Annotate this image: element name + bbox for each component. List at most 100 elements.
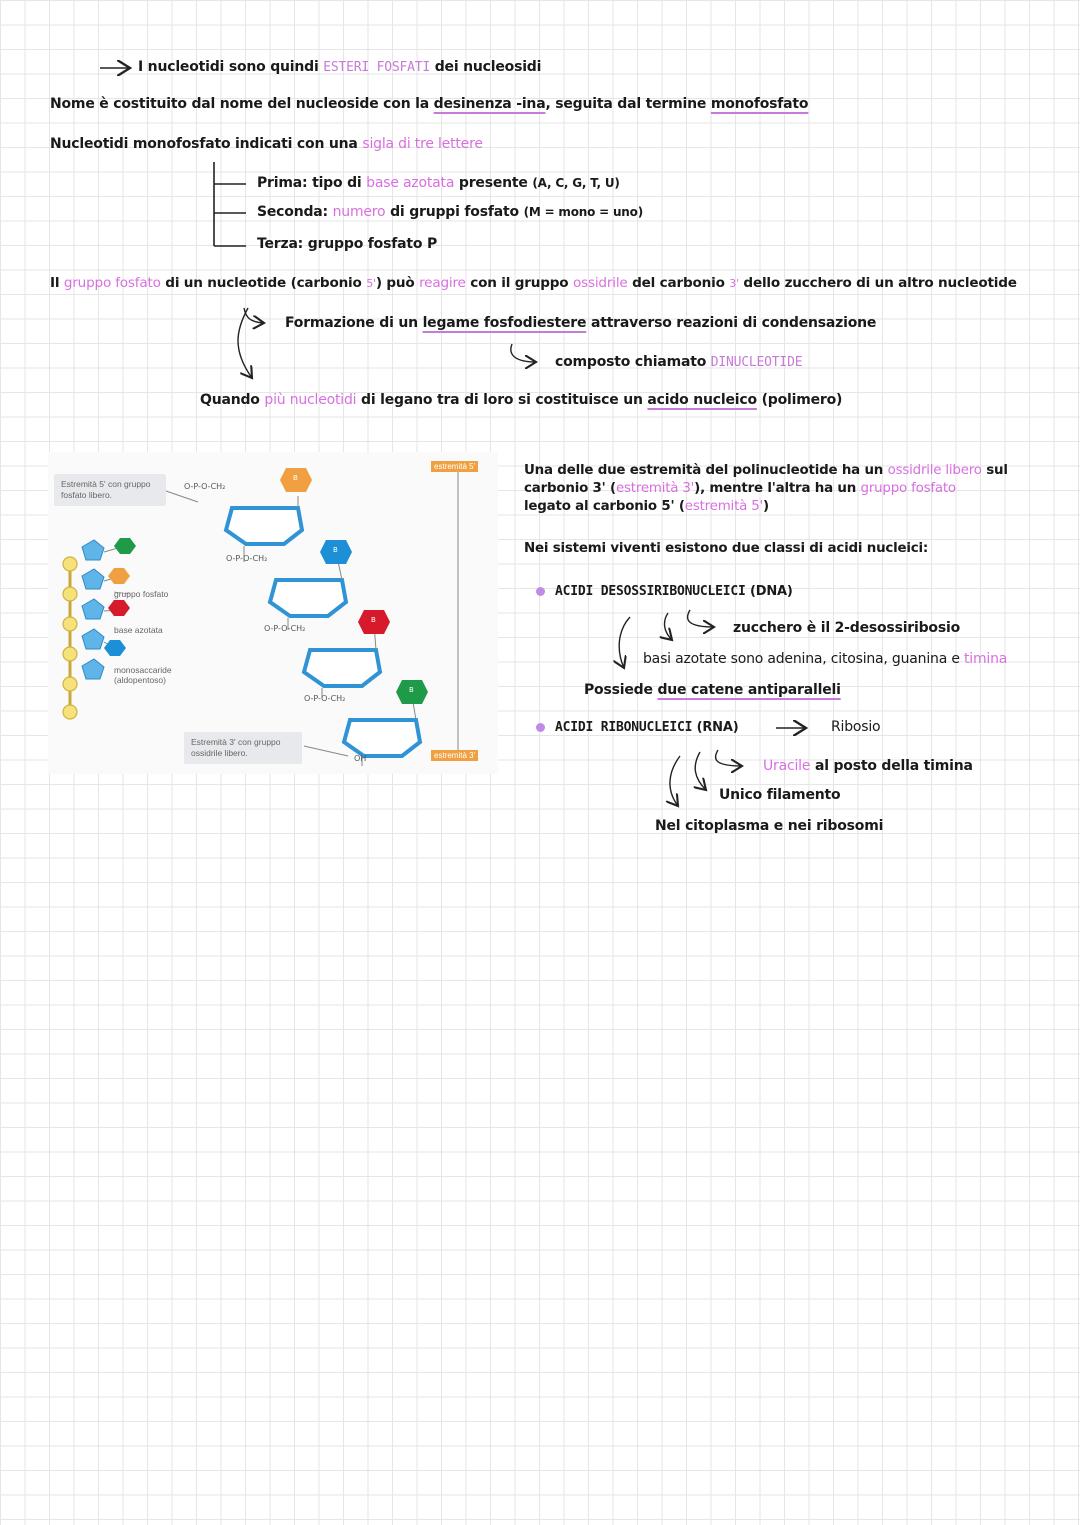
r1-f: ) <box>763 499 769 514</box>
dna-bases-hl: timina <box>964 651 1008 667</box>
l4-e: del carbonio <box>627 275 730 291</box>
l4-h2: 5' <box>366 277 376 290</box>
b2-a: Seconda: <box>257 204 333 220</box>
r1-c: carbonio 3' ( <box>524 481 616 496</box>
b2-c: (M = mono = uno) <box>523 205 644 219</box>
right-p1-line3: legato al carbonio 5' (estremità 5') <box>524 499 769 514</box>
b2-hl: numero <box>332 204 386 220</box>
r1-b: sul <box>981 463 1008 478</box>
line-sigla: Nucleotidi monofosfato indicati con una … <box>50 136 483 152</box>
bullet-dot <box>536 586 545 596</box>
l4-d: con il gruppo <box>465 275 573 291</box>
l5-b: attraverso reazioni di condensazione <box>586 315 877 331</box>
dna-heading: ACIDI DESOSSIRIBONUCLEICI (DNA) <box>536 583 793 599</box>
rna-ribosio: Ribosio <box>831 719 881 735</box>
line-esteri-fosfati: I nucleotidi sono quindi ESTERI FOSFATI … <box>138 59 541 75</box>
line1-highlight: ESTERI FOSFATI <box>323 60 431 75</box>
line2-b: , seguita dal termine <box>545 96 711 112</box>
l6-a: composto chiamato <box>555 354 711 370</box>
line-dinucleotide: composto chiamato DINUCLEOTIDE <box>555 354 803 370</box>
line-gruppo-fosfato: Il gruppo fosfato di un nucleotide (carb… <box>50 275 1017 291</box>
figure-box-3prime: Estremità 3' con gruppo ossidrile libero… <box>184 732 302 764</box>
label-monosaccaride: monosaccaride (aldopentoso) <box>114 665 172 685</box>
tag-estremita-5: estremità 5' <box>431 461 479 472</box>
line1-suffix: dei nucleosidi <box>430 59 542 75</box>
line2-desinenza: desinenza -ina <box>433 96 546 112</box>
dna-abbr: (DNA) <box>745 584 793 599</box>
rna-abbr: (RNA) <box>692 720 739 735</box>
dna-chains-a: Possiede <box>584 682 658 698</box>
l6-hl: DINUCLEOTIDE <box>710 355 803 370</box>
l5-u: legame fosfodiestere <box>422 315 587 331</box>
figure-drawing <box>62 468 459 766</box>
l7-u: acido nucleico <box>647 392 757 408</box>
b1-hl: base azotata <box>366 175 455 191</box>
line-polimero: Quando più nucleotidi di legano tra di l… <box>200 392 842 408</box>
dna-sugar: zucchero è il 2-desossiribosio <box>733 620 960 636</box>
phosphate-1: O-P-O-CH₂ <box>184 482 226 491</box>
l4-c: ) può <box>375 275 420 291</box>
l4-b: di un nucleotide (carbonio <box>160 275 367 291</box>
l4-h4: ossidrile <box>572 275 628 291</box>
phosphate-4: O-P-O-CH₂ <box>304 694 346 703</box>
line3-a: Nucleotidi monofosfato indicati con una <box>50 136 363 152</box>
base-letter-2: B <box>333 546 338 554</box>
line3-highlight: sigla di tre lettere <box>362 136 483 152</box>
l4-f: dello zucchero di un altro nucleotide <box>738 275 1017 291</box>
right-p2: Nei sistemi viventi esistono due classi … <box>524 541 929 556</box>
r1-d: ), mentre l'altra ha un <box>694 481 861 496</box>
l7-hl: più nucleotidi <box>264 392 357 408</box>
tag-estremita-3: estremità 3' <box>431 750 479 761</box>
branch-prima: Prima: tipo di base azotata presente (A,… <box>257 175 620 191</box>
rna-uracil: Uracile al posto della timina <box>763 758 973 774</box>
rna-uracil-a: al posto della timina <box>810 758 973 774</box>
dna-chains: Possiede due catene antiparalleli <box>584 682 841 698</box>
r1-h1: ossidrile libero <box>887 463 982 478</box>
dna-chains-u: due catene antiparalleli <box>657 682 841 698</box>
base-letter-4: B <box>409 686 414 694</box>
l4-h5: 3' <box>729 277 739 290</box>
hydroxyl-oh: OH <box>354 754 367 763</box>
label-base-azotata: base azotata <box>114 625 163 635</box>
base-letter-3: B <box>371 616 376 624</box>
l7-c: (polimero) <box>756 392 843 408</box>
b2-b: di gruppi fosfato <box>385 204 524 220</box>
bullet-dot <box>536 722 545 732</box>
rna-title: ACIDI RIBONUCLEICI <box>555 720 693 735</box>
polynucleotide-figure: Estremità 5' con gruppo fosfato libero. … <box>48 452 498 774</box>
dna-bases: basi azotate sono adenina, citosina, gua… <box>643 651 1007 667</box>
b1-c: (A, C, G, T, U) <box>532 176 620 190</box>
rna-uracil-hl: Uracile <box>763 758 811 774</box>
line1-prefix: I nucleotidi sono quindi <box>138 59 324 75</box>
phosphate-2: O-P-O-CH₂ <box>226 554 268 563</box>
l7-b: di legano tra di loro si costituisce un <box>356 392 648 408</box>
line-legame: Formazione di un legame fosfodiestere at… <box>285 315 876 331</box>
r1-a: Una delle due estremità del polinucleoti… <box>524 463 888 478</box>
figure-box-5prime: Estremità 5' con gruppo fosfato libero. <box>54 474 166 506</box>
l4-a: Il <box>50 275 64 291</box>
line2-a: Nome è costituito dal nome del nucleosid… <box>50 96 434 112</box>
b3-a: Terza: gruppo fosfato P <box>257 236 438 252</box>
r1-h2: estremità 3' <box>615 481 695 496</box>
rna-location: Nel citoplasma e nei ribosomi <box>655 818 884 834</box>
b1-b: presente <box>454 175 533 191</box>
rna-heading: ACIDI RIBONUCLEICI (RNA) <box>536 719 739 735</box>
base-letter-1: B <box>293 474 298 482</box>
r1-e: legato al carbonio 5' ( <box>524 499 685 514</box>
b1-a: Prima: tipo di <box>257 175 367 191</box>
l7-a: Quando <box>200 392 265 408</box>
rna-single-strand: Unico filamento <box>719 787 841 803</box>
line-nome: Nome è costituito dal nome del nucleosid… <box>50 96 809 112</box>
l4-h3: reagire <box>419 275 466 291</box>
dna-title: ACIDI DESOSSIRIBONUCLEICI <box>555 584 746 599</box>
dna-bases-a: basi azotate sono adenina, citosina, gua… <box>643 651 965 667</box>
branch-seconda: Seconda: numero di gruppi fosfato (M = m… <box>257 204 643 220</box>
r1-h3: gruppo fosfato <box>860 481 957 496</box>
right-p1-line2: carbonio 3' (estremità 3'), mentre l'alt… <box>524 481 956 496</box>
line2-monofosfato: monofosfato <box>710 96 809 112</box>
l4-h1: gruppo fosfato <box>63 275 161 291</box>
right-p1-line1: Una delle due estremità del polinucleoti… <box>524 463 1008 478</box>
label-gruppo-fosfato: gruppo fosfato <box>114 589 169 599</box>
phosphate-3: O-P-O-CH₂ <box>264 624 306 633</box>
